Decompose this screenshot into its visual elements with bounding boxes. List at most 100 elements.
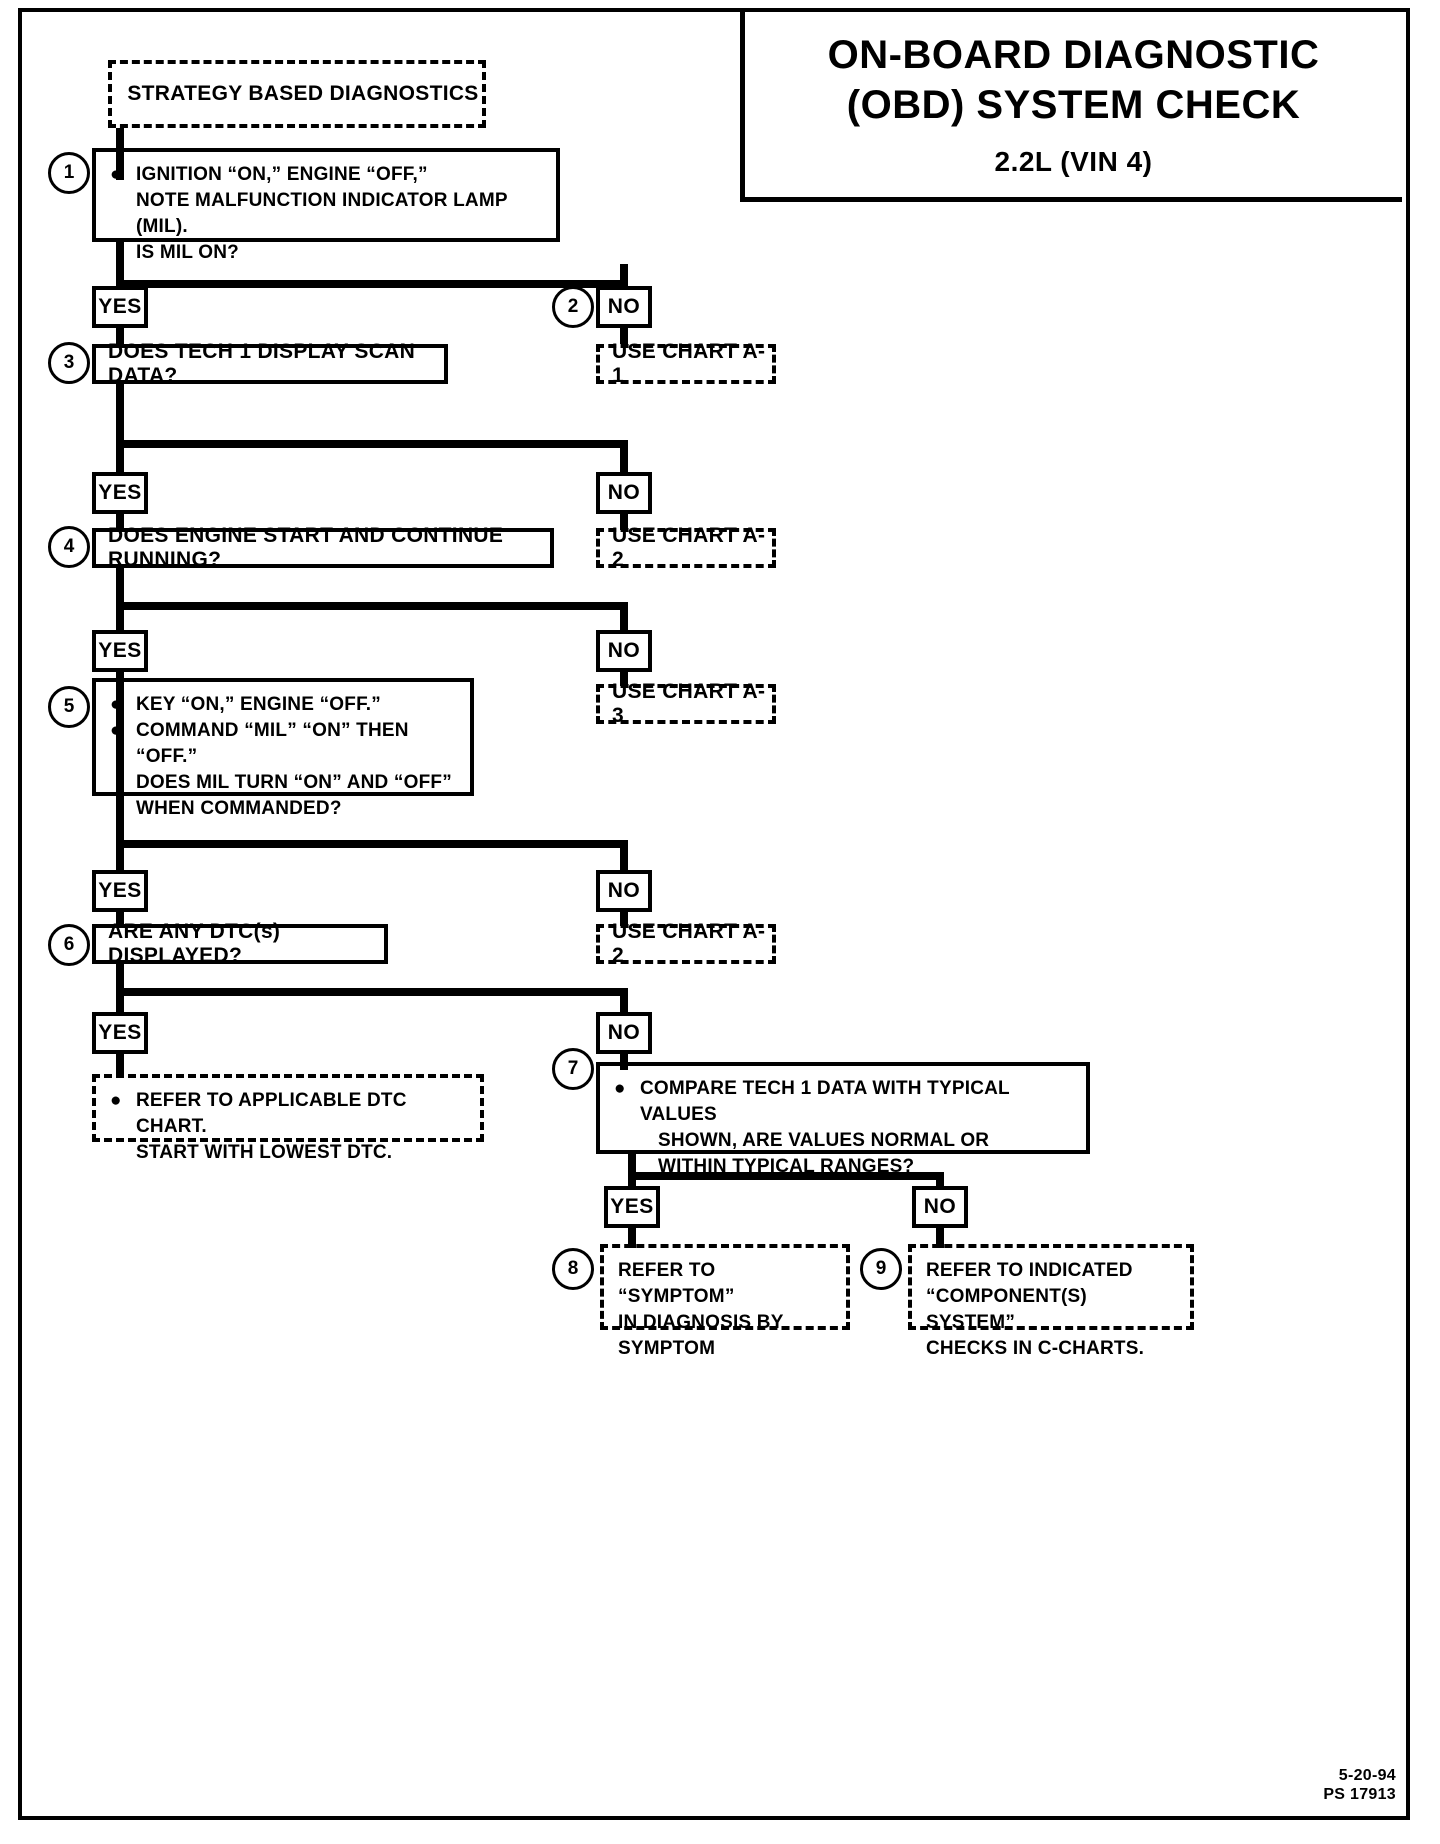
branch-yes-step7: YES [604,1186,660,1228]
yes-label: YES [98,295,142,318]
step-7-number-label: 7 [567,1058,579,1079]
step-6-number-label: 6 [63,934,75,955]
no-label: NO [923,1195,957,1218]
dtc-bullet-row: ● REFER TO APPLICABLE DTC CHART. [110,1088,468,1140]
connector-no6-to-step7 [620,1054,628,1070]
step-4-box: DOES ENGINE START AND CONTINUE RUNNING? [92,524,554,571]
step-7-text-line-3: WITHIN TYPICAL RANGES? [658,1156,915,1177]
connector-step6-down [116,964,124,1028]
step-3-label: DOES TECH 1 DISPLAY SCAN DATA? [108,340,416,387]
no-label: NO [607,879,641,902]
connector-step3-down [116,384,124,480]
branch-no-step6: NO [596,1012,652,1054]
step-number-9: 9 [860,1248,902,1290]
connector-yes3-to-step4 [116,514,124,530]
step-6-box: ARE ANY DTC(s) DISPLAYED? [92,920,388,967]
step-7-box: ● COMPARE TECH 1 DATA WITH TYPICAL VALUE… [596,1062,1090,1177]
step-5-box: ● KEY “ON,” ENGINE “OFF.” ● COMMAND “MIL… [92,678,474,819]
connector-step3-no-drop [620,440,628,474]
connector-step6-no-drop [620,988,628,1016]
step-7-text-line-1: COMPARE TECH 1 DATA WITH TYPICAL VALUES [640,1078,1010,1125]
footer-date: 5-20-94 [1338,1767,1396,1784]
step-9-text-line-3: CHECKS IN C-CHARTS. [926,1338,1145,1359]
yes-label: YES [610,1195,654,1218]
chart-title-block: ON-BOARD DIAGNOSTIC (OBD) SYSTEM CHECK 2… [740,12,1402,202]
branch-no-step7: NO [912,1186,968,1228]
step-number-1: 1 [48,152,90,194]
use-chart-a2-box-step3: USE CHART A-2 [596,524,776,571]
branch-yes-step1: YES [92,286,148,328]
use-chart-a3-label: USE CHART A-3 [612,680,766,727]
yes-label: YES [98,481,142,504]
connector-step4-split [116,602,628,610]
connector-no5-to-charta2 [620,912,628,926]
chart-title-line-1: ON-BOARD DIAGNOSTIC [827,33,1320,77]
yes-label: YES [98,1021,142,1044]
step-1-text-line-2: NOTE MALFUNCTION INDICATOR LAMP (MIL). [136,190,508,237]
use-chart-a1-box: USE CHART A-1 [596,340,776,387]
dtc-text-line-2: START WITH LOWEST DTC. [136,1142,393,1163]
connector-step7-split [628,1172,944,1180]
dtc-text-line-1: REFER TO APPLICABLE DTC CHART. [136,1090,407,1137]
bullet-icon: ● [110,692,136,718]
connector-no4-to-charta3 [620,672,628,686]
step-5-text-line-3: DOES MIL TURN “ON” AND “OFF” [136,772,452,793]
connector-yes5-to-step6 [116,912,124,926]
branch-yes-step5: YES [92,870,148,912]
step-number-8: 8 [552,1248,594,1290]
step-8-text-line-3: SYMPTOM [618,1338,716,1359]
step-1-bullet-row: ● IGNITION “ON,” ENGINE “OFF,” [110,162,544,188]
step-9-text-line-1: REFER TO INDICATED [926,1260,1133,1281]
step-7-bullet-row: ● COMPARE TECH 1 DATA WITH TYPICAL VALUE… [614,1076,1074,1128]
step-number-6: 6 [48,924,90,966]
step-7-text-line-2: SHOWN, ARE VALUES NORMAL OR [658,1130,990,1151]
step-9-text-line-2: “COMPONENT(S) SYSTEM” [926,1286,1087,1333]
connector-step3-split [116,440,628,448]
refer-component-system-box: REFER TO INDICATED “COMPONENT(S) SYSTEM”… [908,1244,1194,1359]
connector-no3-to-charta2 [620,514,628,530]
connector-no7-to-step9 [936,1228,944,1248]
step-8-text-line-2: IN DIAGNOSIS BY [618,1312,784,1333]
connector-step1-down [116,242,124,288]
refer-symptom-box: REFER TO “SYMPTOM” IN DIAGNOSIS BY SYMPT… [600,1244,850,1359]
connector-start-to-step1 [116,128,124,180]
step-5-number-label: 5 [63,696,75,717]
bullet-icon: ● [614,1078,626,1099]
branch-no-step3: NO [596,472,652,514]
yes-label: YES [98,639,142,662]
connector-step4-down [116,568,124,632]
step-number-3: 3 [48,342,90,384]
yes-label: YES [98,879,142,902]
branch-no-step5: NO [596,870,652,912]
step-number-5: 5 [48,686,90,728]
step-5-text-line-1: KEY “ON,” ENGINE “OFF.” [136,694,381,715]
connector-yes4-to-step5 [116,672,124,800]
use-chart-a3-box: USE CHART A-3 [596,680,776,727]
no-label: NO [607,295,641,318]
step-1-number-label: 1 [63,162,75,183]
step-3-number-label: 3 [63,352,75,373]
connector-step1-split [116,280,628,288]
footer-block: 5-20-94 PS 17913 [1323,1766,1396,1804]
connector-step5-no-drop [620,840,628,872]
branch-yes-step4: YES [92,630,148,672]
branch-no-step1: NO [596,286,652,328]
page-border [18,8,1410,1820]
refer-dtc-chart-box: ● REFER TO APPLICABLE DTC CHART. START W… [92,1074,484,1163]
step-1-text-line-3: IS MIL ON? [136,242,239,263]
step-4-label: DOES ENGINE START AND CONTINUE RUNNING? [108,524,504,571]
step-6-label: ARE ANY DTC(s) DISPLAYED? [108,920,281,967]
branch-yes-step6: YES [92,1012,148,1054]
strategy-based-diagnostics-label: STRATEGY BASED DIAGNOSTICS [127,82,479,105]
connector-yes6-to-dtc [116,1054,124,1078]
footer-code: PS 17913 [1323,1786,1396,1803]
use-chart-a2-label: USE CHART A-2 [612,920,766,967]
step-number-2: 2 [552,286,594,328]
step-5-text-line-2: COMMAND “MIL” “ON” THEN “OFF.” [136,720,409,767]
step-3-box: DOES TECH 1 DISPLAY SCAN DATA? [92,340,448,387]
connector-step1-no-drop [620,264,628,288]
no-label: NO [607,639,641,662]
step-5-text-line-4: WHEN COMMANDED? [136,798,342,819]
use-chart-a2-box-step5: USE CHART A-2 [596,920,776,967]
